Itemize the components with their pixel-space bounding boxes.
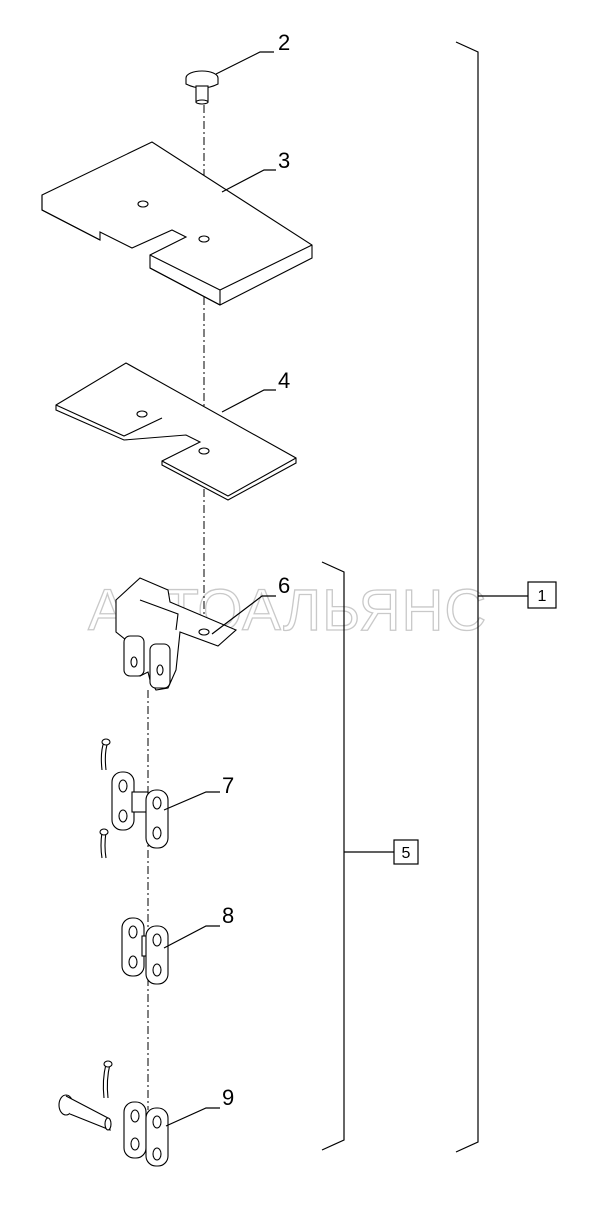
callout-8: 8 bbox=[222, 903, 234, 928]
part-2-bolt bbox=[185, 70, 219, 105]
callout-4: 4 bbox=[278, 368, 290, 393]
group-bracket-1: 1 bbox=[455, 41, 557, 1153]
part-6-bracket bbox=[115, 577, 238, 691]
group-label-1: 1 bbox=[538, 588, 547, 605]
part-8-chain-link bbox=[121, 917, 169, 985]
part-3-thick-plate bbox=[41, 141, 313, 306]
callout-7: 7 bbox=[222, 773, 234, 798]
callout-6: 6 bbox=[278, 573, 290, 598]
part-9-offset-link bbox=[58, 1060, 169, 1167]
group-bracket-5: 5 bbox=[321, 561, 419, 1151]
callout-9: 9 bbox=[222, 1085, 234, 1110]
group-label-5: 5 bbox=[402, 845, 411, 862]
callout-3: 3 bbox=[278, 148, 290, 173]
part-7-connecting-link bbox=[99, 738, 169, 859]
leader-lines bbox=[163, 51, 276, 1127]
part-4-thin-plate bbox=[55, 362, 297, 501]
callout-2: 2 bbox=[278, 30, 290, 55]
